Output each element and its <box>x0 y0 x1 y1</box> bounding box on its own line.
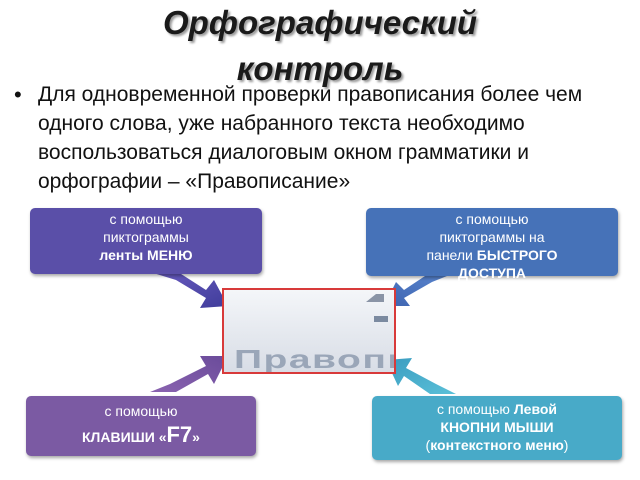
small-icon <box>374 316 388 322</box>
slide-title: Орфографический контроль <box>0 0 640 92</box>
box-quick-access: с помощью пиктограммы на панели БЫСТРОГО… <box>366 208 618 281</box>
title-line-2: контроль <box>236 50 404 87</box>
box-f7-key: с помощью КЛАВИШИ «F7» <box>26 396 256 456</box>
title-line-1: Орфографический <box>162 4 478 41</box>
bullet-dot: • <box>14 82 22 107</box>
toolbar-icon <box>366 294 384 302</box>
bullet-text: Для одновременной проверки правописания … <box>38 83 583 193</box>
arrow-bottom-left <box>150 356 228 392</box>
arrow-top-right <box>384 274 452 306</box>
arrow-bottom-right <box>386 358 456 394</box>
box-ribbon-menu: с помощью пиктограммы ленты МЕНЮ <box>30 208 262 274</box>
spelling-button-preview: Правописание <box>222 288 396 374</box>
box-left-mouse-button: с помощью Левой КНОПНИ МЫШИ (контекстног… <box>372 396 622 460</box>
arrow-top-left <box>150 272 228 308</box>
preview-label: Правописание <box>234 344 394 374</box>
bullet-item: • Для одновременной проверки правописани… <box>14 80 624 196</box>
